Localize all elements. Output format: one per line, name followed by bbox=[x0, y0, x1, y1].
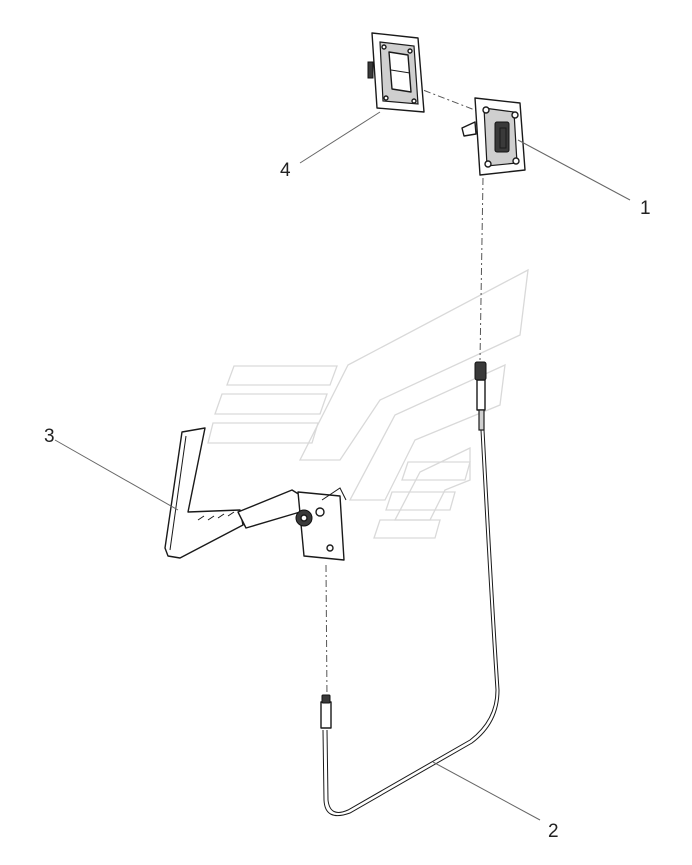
centerline-gasket-to-switch bbox=[409, 84, 481, 113]
callout-1: 1 bbox=[640, 198, 651, 219]
centerline-pedal-to-cable bbox=[325, 564, 328, 701]
part-3-pedal bbox=[164, 427, 347, 561]
callout-3: 3 bbox=[44, 426, 55, 447]
leader-line-3 bbox=[54, 439, 179, 511]
leader-line-4 bbox=[299, 111, 381, 164]
part-1-switch bbox=[461, 97, 526, 176]
callout-4: 4 bbox=[280, 160, 291, 181]
callout-2: 2 bbox=[548, 821, 559, 842]
leader-line-2 bbox=[432, 761, 541, 821]
centerline-switch-to-cable bbox=[479, 177, 484, 361]
part-4-gasket bbox=[367, 32, 425, 113]
watermark-logo-icon bbox=[207, 268, 529, 539]
part-2-cable bbox=[320, 361, 500, 817]
leader-line-1 bbox=[517, 139, 631, 201]
